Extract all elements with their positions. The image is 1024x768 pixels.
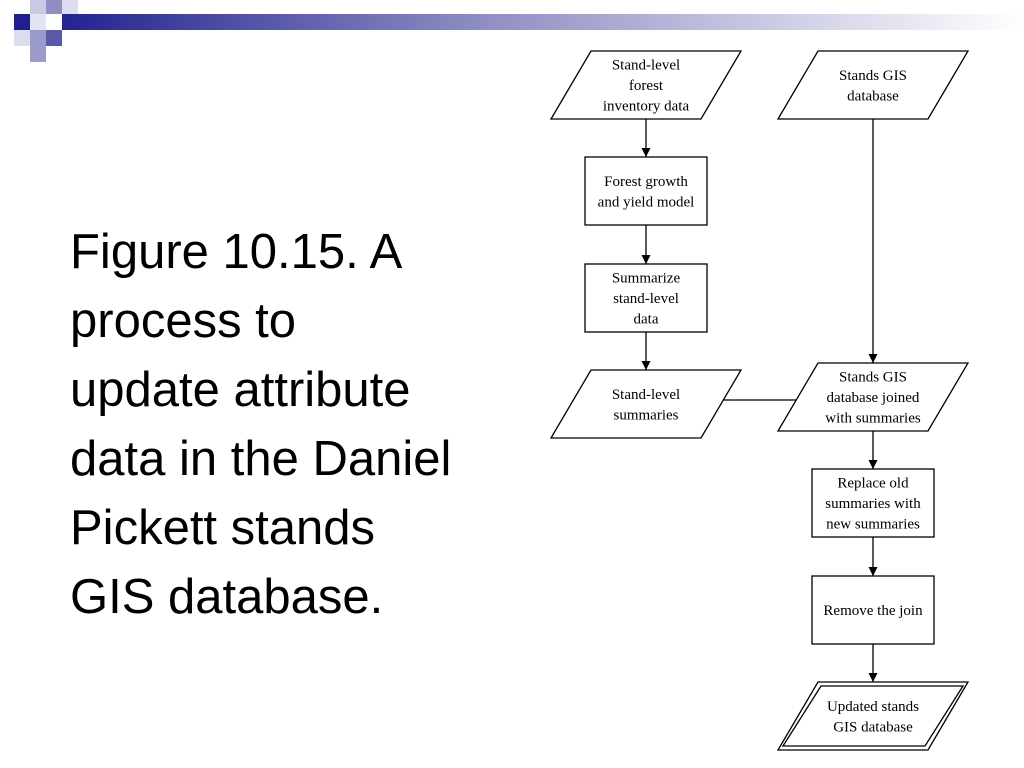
process-box: [584, 263, 708, 333]
corner-square: [46, 14, 62, 30]
flow-node-label: new summaries: [826, 517, 920, 533]
output-inner-border: [781, 685, 965, 747]
data-parallelogram: [549, 50, 743, 120]
flow-node-label: Stand-level: [612, 387, 680, 403]
flow-node-summaries: Stand-level summaries: [549, 369, 743, 439]
flow-node-label: GIS database: [833, 719, 913, 735]
process-box: [811, 468, 935, 538]
header-gradient-bar: [46, 14, 1024, 30]
flow-node-gis-db: Stands GIS database: [776, 50, 970, 120]
flow-node-label: with summaries: [825, 411, 921, 427]
flow-node-label: Replace old: [837, 476, 909, 492]
flow-node-label: Stand-level: [612, 58, 680, 74]
process-box: [811, 575, 935, 645]
flow-node-label: Updated stands: [827, 699, 919, 715]
flow-node-label: database: [847, 88, 899, 104]
corner-square: [30, 30, 46, 46]
flow-node-label: summaries: [614, 407, 679, 423]
data-parallelogram: [776, 362, 970, 432]
flow-node-label: inventory data: [603, 99, 690, 115]
flow-node-replace: Replace old summaries with new summaries: [811, 468, 935, 538]
corner-square: [46, 0, 62, 14]
flow-node-label: data: [634, 312, 659, 328]
corner-square: [14, 14, 30, 30]
flow-node-label: Forest growth: [604, 174, 688, 190]
data-parallelogram: [549, 369, 743, 439]
flow-node-label: and yield model: [598, 194, 695, 210]
data-parallelogram: [776, 50, 970, 120]
flow-node-label: Summarize: [612, 271, 681, 287]
flow-node-growth-model: Forest growth and yield model: [584, 156, 708, 226]
corner-square: [14, 30, 30, 46]
flow-node-joined: Stands GIS database joined with summaries: [776, 362, 970, 432]
flow-node-label: Stands GIS: [839, 68, 907, 84]
corner-decoration: [14, 0, 1024, 62]
flow-node-inventory: Stand-level forest inventory data: [549, 50, 743, 120]
corner-square: [30, 14, 46, 30]
flow-node-label: database joined: [827, 390, 920, 406]
figure-caption: Figure 10.15. A process to update attrib…: [70, 225, 452, 624]
flow-node-label: Remove the join: [823, 603, 923, 619]
corner-square: [30, 0, 46, 14]
corner-square: [46, 30, 62, 46]
flow-node-label: stand-level: [613, 291, 679, 307]
flow-node-label: Stands GIS: [839, 370, 907, 386]
flow-node-label: summaries with: [825, 496, 921, 512]
flow-node-summarize: Summarize stand-level data: [584, 263, 708, 333]
process-box: [584, 156, 708, 226]
corner-square: [62, 0, 78, 14]
corner-square: [30, 46, 46, 62]
flow-node-remove-join: Remove the join: [811, 575, 935, 645]
flow-node-label: forest: [629, 78, 664, 94]
